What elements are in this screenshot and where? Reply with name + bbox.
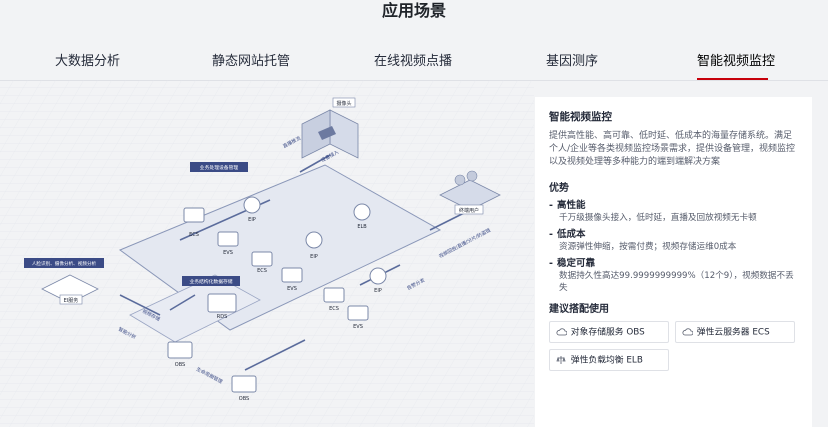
active-tab-indicator	[697, 78, 768, 80]
advantage-title: 稳定可靠	[557, 258, 596, 269]
svg-text:EIP: EIP	[248, 217, 256, 223]
advantage-desc: 数据持久性高达99.9999999999%（12个9），视频数据不丢失	[559, 271, 794, 293]
tab-big-data[interactable]: 大数据分析	[55, 54, 121, 69]
panel-description: 提供高性能、高可靠、低时延、低成本的海量存储系统。满足个人/企业等各类视频监控场…	[549, 131, 796, 167]
cloud-icon	[682, 322, 694, 342]
service-nodes: ECS EVS EIP ECS EVS EIP ELB EIP ECS EVS …	[167, 196, 387, 402]
panel-title: 智能视频监控	[549, 111, 612, 123]
dash-icon: -	[549, 229, 553, 240]
advantage-item: -低成本 资源弹性伸缩，按需付费；视频存储运维0成本	[549, 228, 798, 253]
svg-text:ECS: ECS	[189, 232, 199, 238]
advantage-title: 高性能	[557, 200, 586, 211]
advantage-desc: 千万级摄像头接入，低时延，直播及回放视频无卡顿	[559, 213, 757, 223]
ai-box-label: 人脸识别、摄像分析、视频分析	[32, 260, 97, 267]
svg-text:OBS: OBS	[175, 362, 185, 368]
tab-video-on-demand[interactable]: 在线视频点播	[374, 54, 453, 69]
user-icon	[466, 170, 478, 182]
scenario-tabs: 大数据分析 静态网站托管 在线视频点播 基因测序 智能视频监控	[0, 40, 828, 81]
eip-node-1: EIP	[243, 196, 261, 223]
eip-node-3: EIP	[369, 267, 387, 294]
camera-icon	[318, 126, 336, 140]
svg-text:ECS: ECS	[257, 268, 267, 274]
svg-text:ELB: ELB	[357, 224, 367, 230]
recommend-ecs-button[interactable]: 弹性云服务器 ECS	[675, 321, 795, 343]
architecture-diagram: 摄像头 终端用户 人脸识别、摄像分析、视频分析 EI服务 业务处理设备管理 业务…	[0, 80, 534, 427]
advantage-item: -高性能 千万级摄像头接入，低时延，直播及回放视频无卡顿	[549, 199, 798, 224]
advantages-heading: 优势	[549, 183, 569, 194]
scenario-detail-panel: 智能视频监控 提供高性能、高可靠、低时延、低成本的海量存储系统。满足个人/企业等…	[535, 97, 812, 427]
tab-static-website[interactable]: 静态网站托管	[212, 54, 291, 69]
recommend-label: 对象存储服务 OBS	[570, 327, 645, 338]
evs-node-3: EVS	[347, 305, 369, 330]
recommend-label: 弹性负载均衡 ELB	[570, 355, 643, 366]
dash-icon: -	[549, 200, 553, 211]
tab-video-surveillance[interactable]: 智能视频监控	[697, 54, 776, 69]
rds-node: RDS	[207, 293, 237, 320]
structured-storage-tag: 业务结构化数据存储	[189, 278, 232, 285]
obs-node-2: OBS	[231, 375, 257, 402]
svg-text:OBS: OBS	[239, 396, 249, 402]
recommendations: 对象存储服务 OBS 弹性云服务器 ECS 弹性负载均衡 ELB	[549, 321, 798, 381]
svg-text:EIP: EIP	[310, 254, 318, 260]
evs-node-1: EVS	[217, 231, 239, 256]
eip-node-2: EIP	[305, 231, 323, 260]
device-mgmt-tag: 业务处理设备管理	[200, 164, 239, 171]
dash-icon: -	[549, 258, 553, 269]
svg-text:EVS: EVS	[287, 286, 297, 292]
svg-text:RDS: RDS	[217, 314, 228, 320]
recommend-elb-button[interactable]: 弹性负载均衡 ELB	[549, 349, 669, 371]
evs-node-2: EVS	[281, 267, 303, 292]
obs-node-1: OBS	[167, 341, 193, 368]
svg-text:EIP: EIP	[374, 288, 382, 294]
ai-service-label: EI服务	[64, 297, 79, 304]
svg-text:EVS: EVS	[223, 250, 233, 256]
ecs-node-1: ECS	[183, 207, 205, 238]
balance-icon	[556, 350, 568, 370]
diagram-tags: 业务处理设备管理 业务结构化数据存储	[182, 162, 248, 286]
recommend-heading: 建议搭配使用	[549, 304, 609, 315]
svg-text:ECS: ECS	[329, 306, 339, 312]
camera-label: 摄像头	[336, 100, 351, 107]
page-title: 应用场景	[381, 1, 446, 20]
user-icon	[454, 174, 466, 186]
ecs-node-2: ECS	[251, 251, 273, 274]
recommend-obs-button[interactable]: 对象存储服务 OBS	[549, 321, 669, 343]
advantage-item: -稳定可靠 数据持久性高达99.9999999999%（12个9），视频数据不丢…	[549, 257, 798, 294]
camera-node: 摄像头	[301, 97, 359, 159]
advantage-title: 低成本	[557, 229, 586, 240]
cloud-icon	[556, 322, 568, 342]
advantage-desc: 资源弹性伸缩，按需付费；视频存储运维0成本	[559, 242, 737, 252]
ai-service-node: 人脸识别、摄像分析、视频分析 EI服务	[24, 258, 104, 305]
recommend-label: 弹性云服务器 ECS	[696, 327, 770, 338]
tab-gene-sequencing[interactable]: 基因测序	[546, 54, 599, 69]
svg-text:EVS: EVS	[353, 324, 363, 330]
ecs-node-3: ECS	[323, 287, 345, 312]
end-user-label: 终端用户	[459, 207, 479, 214]
elb-node: ELB	[353, 203, 371, 230]
end-user-node: 终端用户	[439, 170, 501, 215]
